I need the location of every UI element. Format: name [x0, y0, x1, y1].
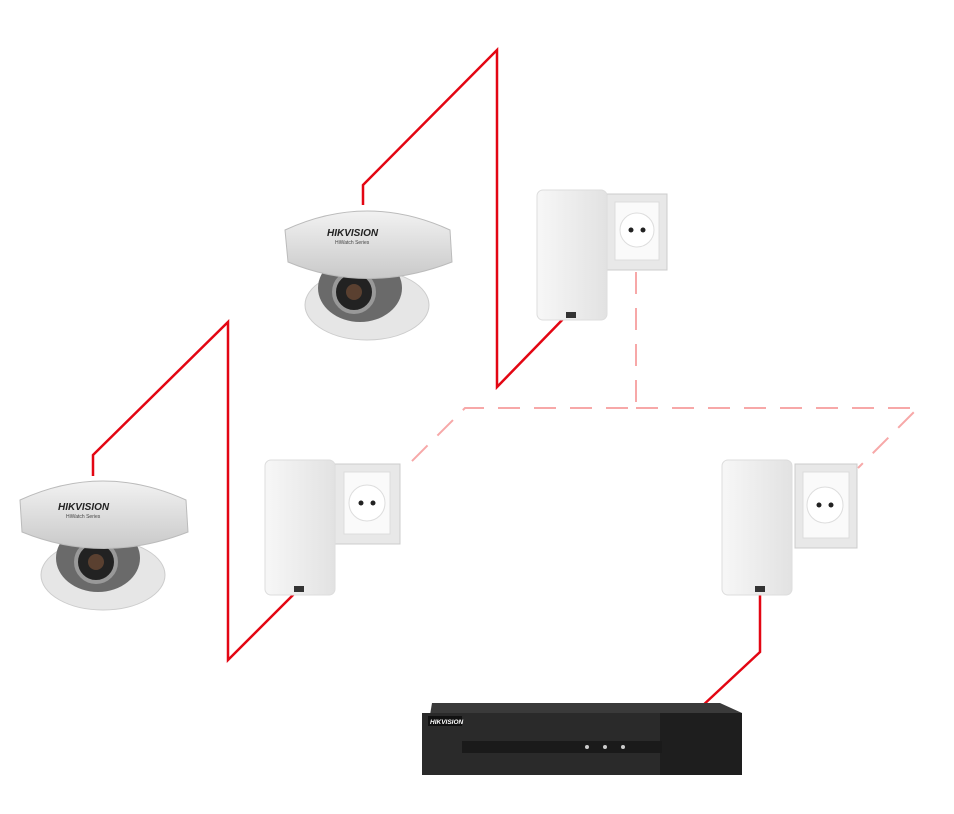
powerline-adapter-2 — [264, 459, 401, 596]
nvr-brand-label: HIKVISION — [430, 719, 464, 726]
powerline-adapter-3 — [721, 459, 858, 596]
powerline-adapter-1 — [536, 189, 668, 321]
dome-camera-1: HIKVISION HiWatch Series — [284, 210, 453, 341]
cable-nvr — [699, 588, 762, 709]
camera-series-label: HiWatch Series — [335, 240, 370, 246]
dome-camera-2: HIKVISION HiWatch Series — [19, 480, 189, 611]
ethernet-cables — [91, 46, 762, 709]
camera-series-label: HiWatch Series — [66, 514, 101, 520]
powerline-link-top — [404, 272, 637, 469]
camera-brand-label: HIKVISION — [58, 502, 110, 513]
cable-camera-1 — [361, 46, 568, 391]
powerline-link-right — [636, 407, 921, 469]
camera-brand-label: HIKVISION — [327, 228, 379, 239]
powerline-links — [404, 272, 921, 469]
cable-camera-2 — [91, 319, 299, 664]
nvr-recorder: HIKVISION — [422, 703, 742, 775]
